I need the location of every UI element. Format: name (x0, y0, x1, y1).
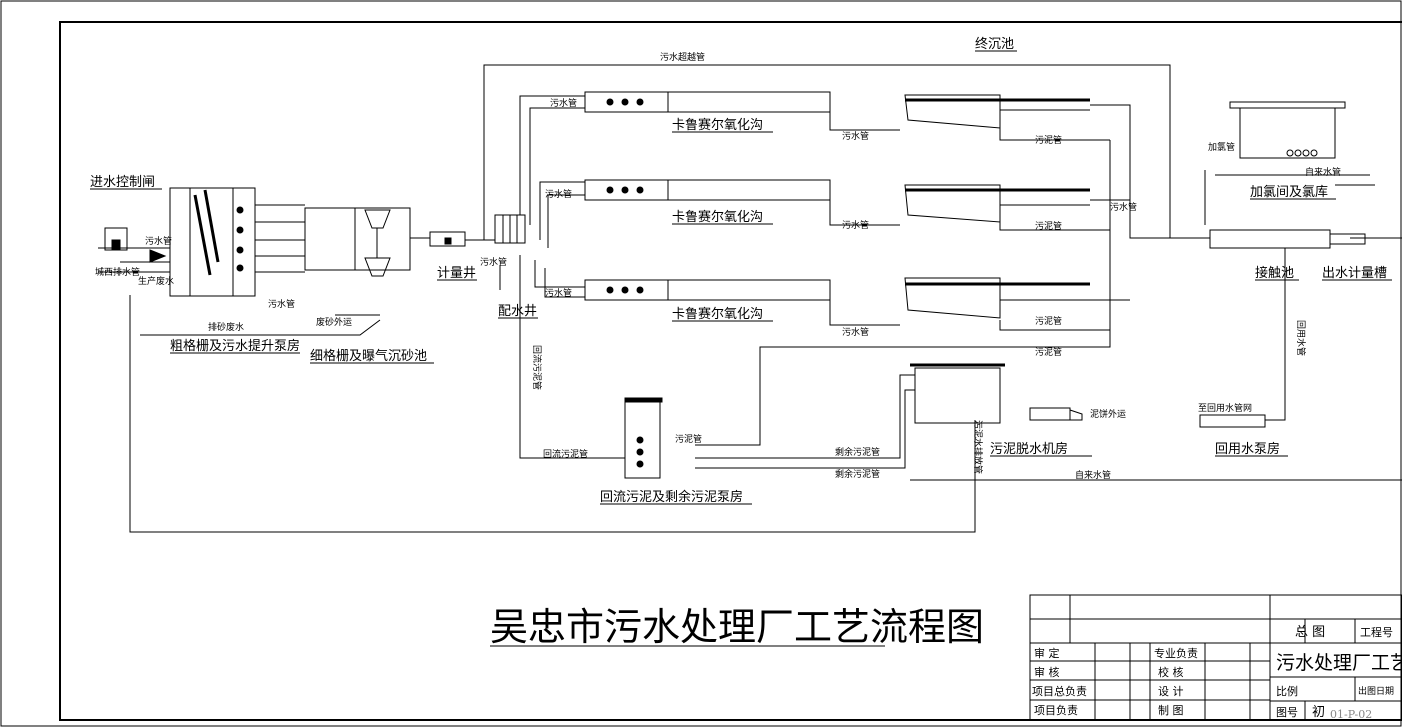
tb-discipline-lead: 专业负责 (1154, 646, 1198, 660)
sewage-pipe-label: 污水管 (550, 97, 577, 109)
title-block (1029, 594, 1402, 721)
clarifier-3-structure (904, 277, 1001, 319)
sewage-pipe-label: 污水管 (145, 235, 172, 247)
tb-project-lead: 项目总负责 (1032, 684, 1087, 698)
sludge-pump-house-label: 回流污泥及剩余污泥泵房 (600, 489, 743, 505)
sewage-pipe-label: 污水管 (480, 256, 507, 268)
tb-general: 总 图 (1295, 625, 1325, 640)
structures (104, 91, 1366, 479)
contact-tank-label: 接触池 (1255, 265, 1294, 281)
clarifier-2-structure (904, 184, 1001, 223)
production-waste-label: 生产废水 (138, 275, 174, 287)
chlorine-pipe-label: 加氯管 (1208, 141, 1235, 153)
final-clarifier-label: 终沉池 (975, 36, 1014, 52)
to-reuse-network-label: 至回用水管网 (1198, 402, 1252, 414)
tb-approve: 审 定 (1034, 646, 1060, 660)
sewage-pipe-label: 污水管 (842, 326, 869, 338)
tb-drawing-no-label: 图号 (1276, 706, 1298, 719)
dewatering-house-structure (914, 367, 1001, 424)
sewage-pipe-label: 污水管 (842, 130, 869, 142)
dewatering-house-label: 污泥脱水机房 (990, 441, 1068, 457)
tb-project-no: 工程号 (1360, 626, 1393, 639)
fine-screen-label: 细格栅及曝气沉砂池 (310, 348, 427, 364)
sludge-pipe-label: 污泥管 (1035, 346, 1062, 358)
ditch-2-label: 卡鲁赛尔氧化沟 (672, 209, 763, 225)
sludge-pipe-label: 污泥管 (1035, 315, 1062, 327)
tap-water-label: 自来水管 (1075, 469, 1111, 481)
cake-out-label: 泥饼外运 (1090, 408, 1126, 420)
clarifier-1-structure (904, 94, 1001, 129)
unit-labels: 进水控制闸 粗格栅及污水提升泵房 细格栅及曝气沉砂池 计量井 配水井 卡鲁赛尔氧… (90, 36, 1392, 505)
coarse-screen-structure (169, 187, 256, 297)
inlet-gate-label: 进水控制闸 (90, 175, 155, 190)
distribution-well-label: 配水井 (498, 304, 537, 319)
grit-waste-label: 排砂废水 (208, 321, 244, 333)
sewage-pipe-label: 污水管 (268, 298, 295, 310)
grit-out-label: 废砂外运 (316, 316, 352, 328)
sewage-pipe-label: 污水管 (842, 219, 869, 231)
chlorination-label: 加氯间及氯库 (1250, 184, 1328, 200)
flow-lines (98, 64, 1402, 533)
excess-sludge-label: 剩余污泥管 (835, 446, 880, 458)
ditch-2-structure (584, 179, 831, 201)
tb-drawing-name: 污水处理厂工艺 (1276, 652, 1402, 674)
ditch-3-structure (584, 279, 831, 301)
ditch-1-structure (584, 91, 831, 113)
contact-tank-structure (1209, 229, 1331, 249)
truck-icon (1029, 407, 1071, 421)
tb-check: 校 核 (1158, 665, 1184, 679)
outlet-flume-structure (1329, 233, 1366, 245)
drawing-title: 吴忠市污水处理厂工艺流程图 (490, 605, 984, 649)
outlet-flume-label: 出水计量槽 (1322, 266, 1387, 281)
tb-design: 设 计 (1158, 685, 1184, 698)
return-sludge-vertical-label: 回流污泥管 (531, 345, 543, 390)
tb-drawing-no: 01-P-02 (1330, 708, 1372, 721)
tb-date: 出图日期 (1358, 685, 1394, 697)
reuse-pump-house-label: 回用水泵房 (1215, 441, 1280, 457)
tb-project-manager: 项目负责 (1034, 703, 1078, 717)
sludge-pipe-label: 污泥管 (1035, 220, 1062, 232)
meter-well-label: 计量井 (437, 266, 476, 281)
inner-frame (59, 21, 1402, 721)
sewage-pipe-label: 污水管 (1110, 201, 1137, 213)
tb-stage: 初 (1312, 705, 1325, 720)
meter-well-structure (429, 231, 466, 247)
chlorination-structure (1239, 107, 1336, 159)
tb-review: 审 核 (1034, 665, 1060, 679)
title-block-text: 审 定 审 核 项目总负责 项目负责 专业负责 校 核 设 计 制 图 总 图 … (1032, 625, 1402, 721)
return-sludge-label: 回流污泥管 (543, 448, 588, 460)
bypass-label: 污水超越管 (660, 51, 705, 63)
excess-sludge-label: 剩余污泥管 (835, 468, 880, 480)
fine-screen-structure (304, 207, 411, 271)
sludge-water-drain-label: 污泥水排放管 (972, 420, 984, 474)
tap-water-label: 自来水管 (1305, 166, 1341, 178)
reuse-pump-house-structure (1199, 414, 1266, 428)
sewage-pipe-label: 污水管 (545, 188, 572, 200)
inlet-arrow-icon (149, 249, 167, 263)
tb-draft: 制 图 (1158, 704, 1184, 717)
reuse-pipe-label: 回用水管 (1295, 320, 1307, 356)
sludge-pipe-label: 污泥管 (1035, 134, 1062, 146)
ditch-3-label: 卡鲁赛尔氧化沟 (672, 306, 763, 322)
ditch-1-label: 卡鲁赛尔氧化沟 (672, 117, 763, 133)
tb-scale: 比例 (1276, 684, 1298, 698)
city-west-drain-label: 城西排水管 (95, 266, 140, 278)
pipe-labels: 污水超越管 污水管 污水管 污水管 污水管 污水管 污水管 污水管 污水管 污水… (95, 51, 1341, 481)
sewage-pipe-label: 污水管 (545, 287, 572, 299)
sludge-pipe-label: 污泥管 (675, 433, 702, 445)
coarse-screen-label: 粗格栅及污水提升泵房 (170, 338, 300, 354)
